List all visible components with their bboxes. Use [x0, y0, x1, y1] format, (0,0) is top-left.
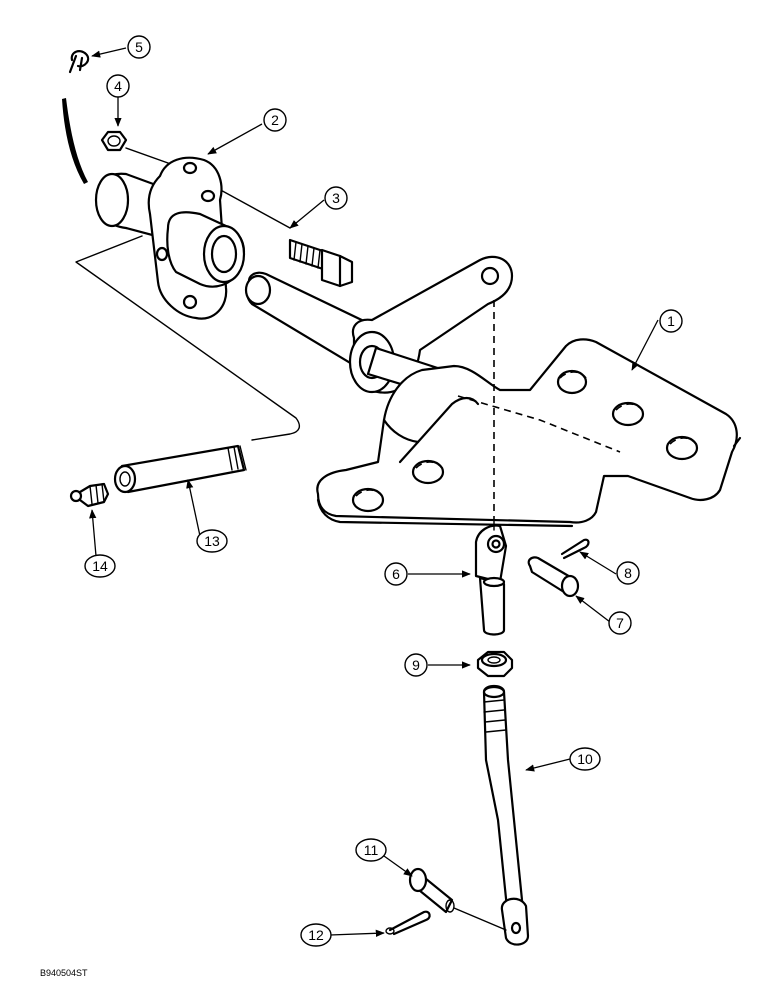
callout-1: 1 [659, 309, 683, 333]
svg-text:4: 4 [114, 78, 122, 94]
callout-10: 10 [569, 747, 601, 771]
callout-2: 2 [263, 108, 287, 132]
svg-text:11: 11 [364, 842, 379, 858]
svg-text:6: 6 [392, 566, 400, 582]
pedal-rod-part [482, 684, 530, 946]
bolt-part [288, 238, 354, 288]
nut-part-4 [100, 130, 128, 152]
flanged-bushing-part [94, 156, 246, 320]
svg-text:5: 5 [135, 39, 143, 55]
svg-text:8: 8 [624, 565, 632, 581]
retaining-clip-part [68, 50, 90, 74]
callout-4: 4 [106, 74, 130, 98]
grease-tube-part [113, 444, 247, 494]
grease-path-line [75, 235, 301, 441]
pin-part-11 [408, 867, 507, 931]
svg-text:9: 9 [412, 657, 420, 673]
callout-6: 6 [384, 562, 408, 586]
cotter-pin-part [560, 538, 590, 560]
svg-text:14: 14 [92, 558, 108, 574]
cotter-pin-part-12 [385, 910, 431, 936]
svg-text:12: 12 [308, 927, 324, 943]
callout-12: 12 [300, 923, 332, 947]
leader-arrows [89, 47, 659, 937]
callout-14: 14 [84, 554, 116, 578]
callout-3: 3 [324, 186, 348, 210]
svg-text:13: 13 [204, 533, 220, 549]
callout-13: 13 [196, 529, 228, 553]
svg-text:10: 10 [577, 751, 593, 767]
clevis-pin-part [527, 556, 580, 598]
svg-text:7: 7 [616, 615, 624, 631]
grease-fitting-part [69, 482, 110, 508]
svg-text:2: 2 [271, 112, 279, 128]
callout-11: 11 [355, 838, 387, 862]
jam-nut-part [476, 650, 514, 678]
figure-code: B940504ST [40, 968, 88, 978]
callout-7: 7 [608, 611, 632, 635]
svg-text:1: 1 [667, 313, 675, 329]
callout-8: 8 [616, 561, 640, 585]
rotation-arc [62, 98, 88, 184]
clevis-part [474, 524, 508, 636]
callout-9: 9 [404, 653, 428, 677]
pedal-bracket-part [316, 255, 742, 528]
callout-5: 5 [127, 35, 151, 59]
svg-text:3: 3 [332, 190, 340, 206]
